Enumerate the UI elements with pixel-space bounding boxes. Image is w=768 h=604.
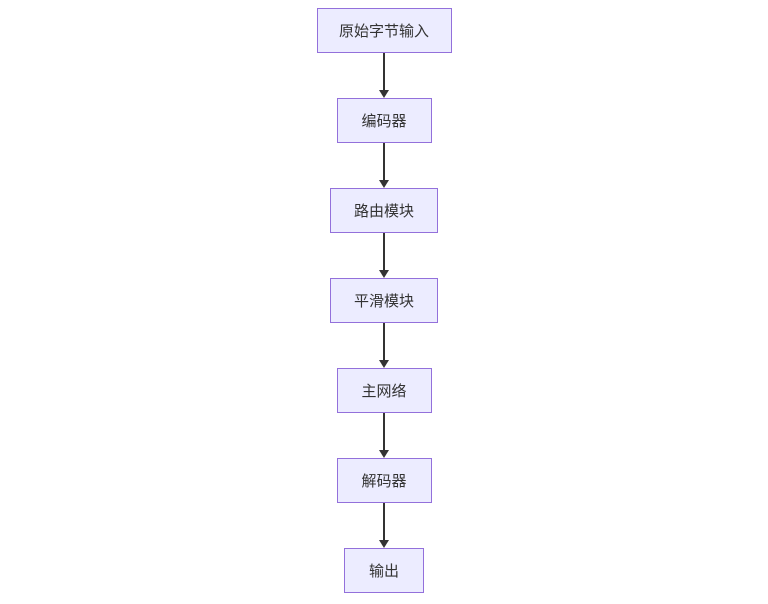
flowchart-node-output: 输出 (344, 548, 424, 593)
flow-edge-4 (379, 323, 389, 368)
edge-line (383, 233, 385, 271)
flowchart-node-encoder: 编码器 (336, 98, 432, 143)
edge-line (383, 53, 385, 91)
arrow-down-icon (379, 90, 389, 98)
edge-line (383, 413, 385, 451)
arrow-down-icon (379, 270, 389, 278)
arrow-down-icon (379, 450, 389, 458)
arrow-down-icon (379, 540, 389, 548)
flowchart-node-main-network: 主网络 (336, 368, 432, 413)
edge-line (383, 143, 385, 181)
flow-edge-1 (379, 53, 389, 98)
flowchart-node-routing-module: 路由模块 (330, 188, 438, 233)
flowchart-node-decoder: 解码器 (336, 458, 432, 503)
edge-line (383, 323, 385, 361)
flow-edge-2 (379, 143, 389, 188)
flowchart-node-smoothing-module: 平滑模块 (330, 278, 438, 323)
flowchart-column: 原始字节输入 编码器 路由模块 平滑模块 主网络 解码器 (0, 8, 768, 593)
arrow-down-icon (379, 360, 389, 368)
arrow-down-icon (379, 180, 389, 188)
flow-edge-5 (379, 413, 389, 458)
edge-line (383, 503, 385, 541)
flow-edge-3 (379, 233, 389, 278)
flowchart-node-raw-byte-input: 原始字节输入 (316, 8, 452, 53)
flow-edge-6 (379, 503, 389, 548)
